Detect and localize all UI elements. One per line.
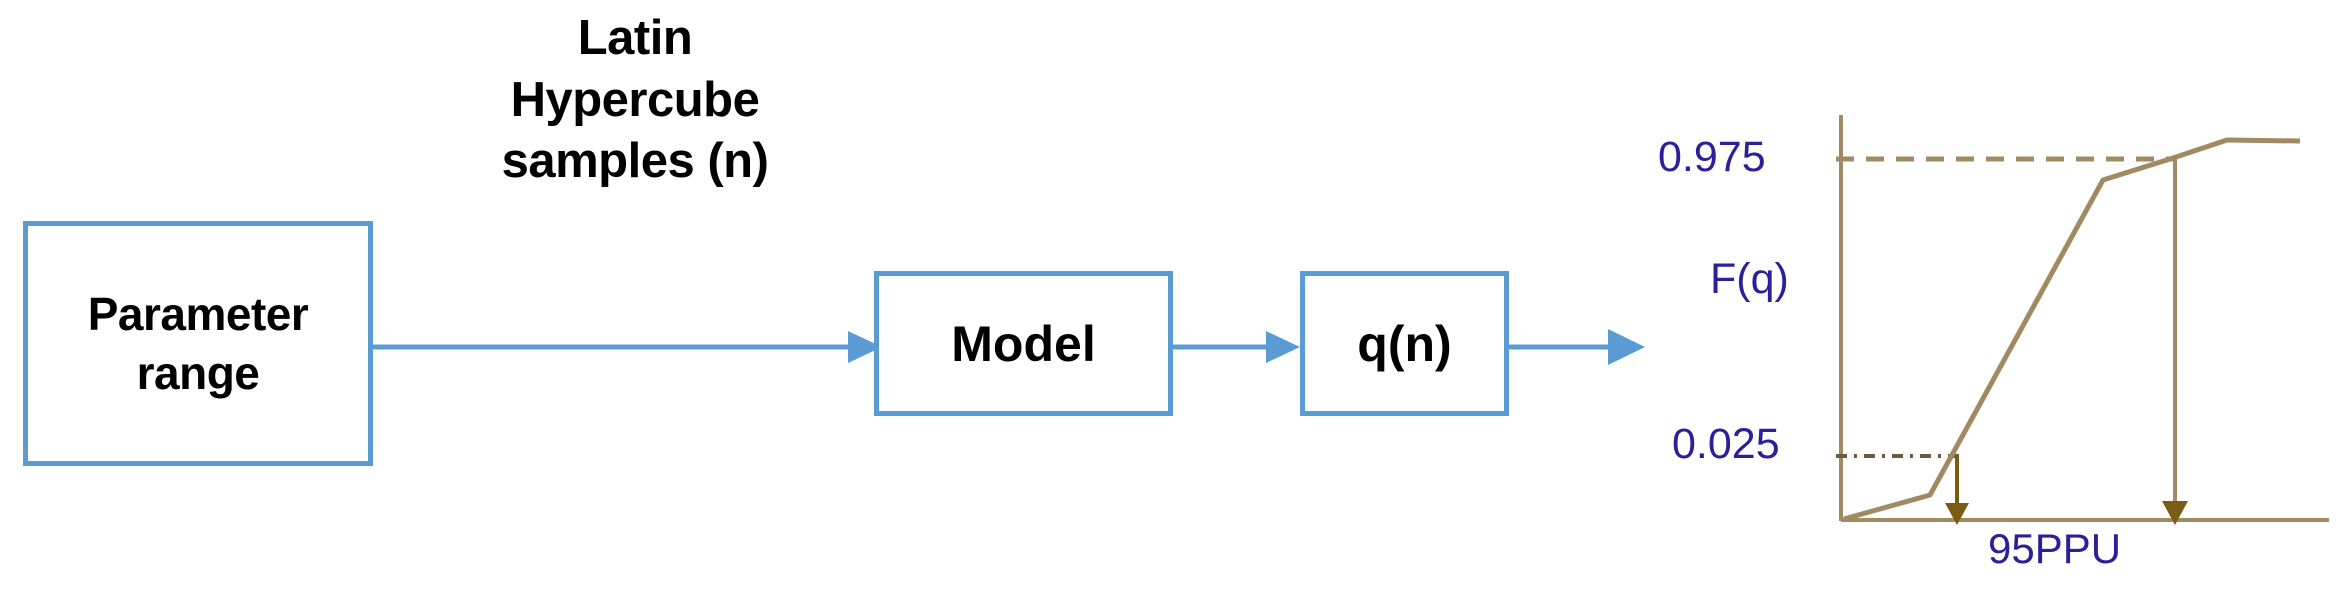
connector-qn-to-plot [1505, 329, 1645, 365]
caption-line: samples (n) [501, 134, 769, 189]
caption-latin-hypercube-samples: Latin Hypercube samples (n) [430, 8, 840, 193]
y-threshold-label-upper: 0.975 [1658, 133, 1766, 181]
box-label-line: q(n) [1357, 315, 1452, 372]
box-label-line: Model [951, 315, 1096, 372]
cdf-plot-graphics [1836, 115, 2329, 525]
box-label-line: range [136, 346, 260, 399]
process-box-qn[interactable]: q(n) [1300, 271, 1509, 416]
x-axis-label-95ppu: 95PPU [1988, 525, 2122, 572]
connector-parameter-to-model [370, 331, 882, 363]
box-label-line: Parameter [87, 287, 309, 340]
connector-model-to-qn [1170, 331, 1300, 363]
process-box-model[interactable]: Model [874, 271, 1173, 416]
drop-arrow-upper-bound [2162, 161, 2188, 525]
cdf-curve [1843, 137, 2301, 522]
y-axis-label: F(q) [1710, 255, 1789, 303]
process-box-parameter-range[interactable]: Parameter range [23, 221, 373, 466]
cdf-plot: 0.975 F(q) 0.025 95PPU [1620, 55, 2350, 600]
caption-line: Latin [577, 11, 693, 65]
drop-arrow-lower-bound [1945, 458, 1969, 525]
caption-line: Hypercube [510, 72, 760, 127]
y-threshold-label-lower: 0.025 [1672, 420, 1780, 468]
